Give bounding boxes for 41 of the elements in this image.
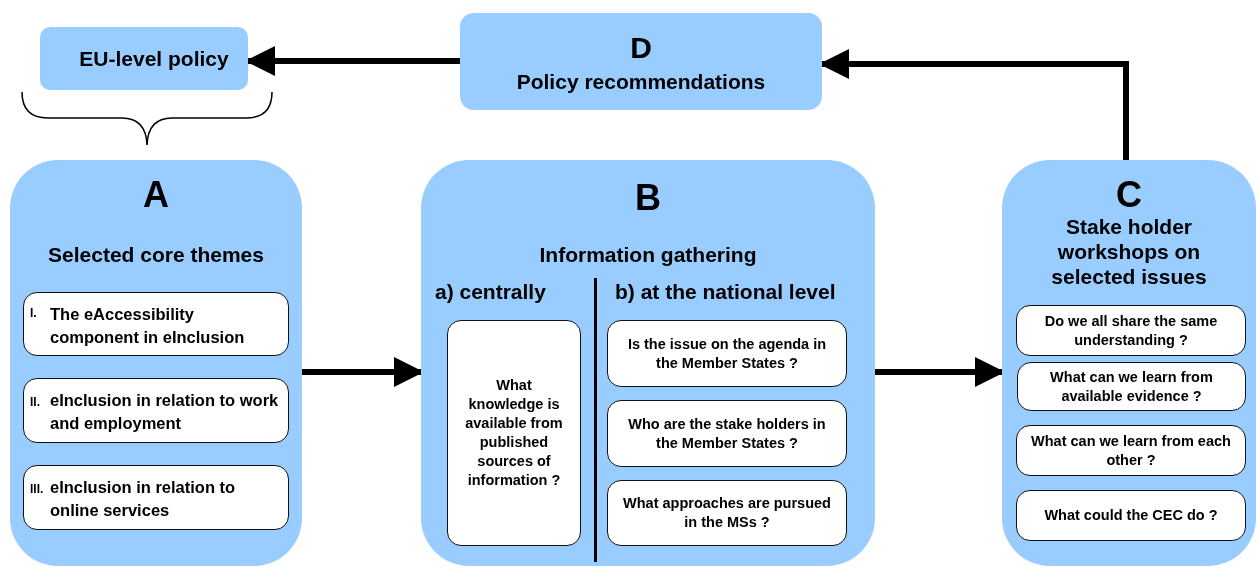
policy-box <box>40 27 248 90</box>
roman-numeral: II. <box>30 395 40 409</box>
stage-box <box>460 13 822 110</box>
question-box <box>607 480 847 546</box>
theme-text: eInclusion in relation to online services <box>50 477 237 522</box>
stage-heading: Information gathering <box>538 242 758 268</box>
question-box <box>1017 362 1246 411</box>
box-label: EU-level policy <box>79 46 229 71</box>
question-text: Who are the stake holders in the Member States ? <box>627 414 827 453</box>
stage-heading: Stake holder workshops on selected issues <box>1050 214 1208 290</box>
question-box <box>1016 490 1246 541</box>
column-heading: b) at the national level <box>615 280 836 304</box>
question-box <box>447 320 581 546</box>
question-text: Do we all share the same understanding ? <box>1043 311 1219 350</box>
stage-letter: A <box>142 177 170 213</box>
question-text: What knowledge is available from published sources of information ? <box>464 376 564 490</box>
stage-letter: C <box>1115 177 1143 213</box>
question-text: Is the issue on the agenda in the Member States ? <box>626 334 828 373</box>
question-box <box>607 320 847 387</box>
stage-box <box>1002 160 1256 566</box>
question-text: What could the CEC do ? <box>1043 506 1219 525</box>
roman-numeral: III. <box>30 482 44 496</box>
question-text: What approaches are pursued in the MSs ? <box>622 494 832 532</box>
question-text: What can we learn from available evidence ? <box>1049 367 1214 406</box>
theme-box <box>23 292 289 356</box>
stage-letter: B <box>634 180 662 216</box>
question-text: What can we learn from each other ? <box>1030 431 1232 470</box>
column-heading: a) centrally <box>435 280 546 304</box>
theme-box <box>23 465 289 530</box>
theme-text: eInclusion in relation to work and employment <box>50 390 280 435</box>
question-box <box>1016 305 1246 356</box>
stage-heading: Selected core themes <box>47 242 265 268</box>
stage-heading: Policy recommendations <box>515 69 767 95</box>
theme-box <box>23 378 289 443</box>
roman-numeral: I. <box>30 306 37 320</box>
question-box <box>607 400 847 467</box>
stage-box <box>10 160 302 566</box>
question-box <box>1016 425 1246 476</box>
theme-text: The eAccessibility component in eInclusion <box>50 304 246 349</box>
stage-box <box>421 160 875 566</box>
stage-letter: D <box>629 33 653 63</box>
